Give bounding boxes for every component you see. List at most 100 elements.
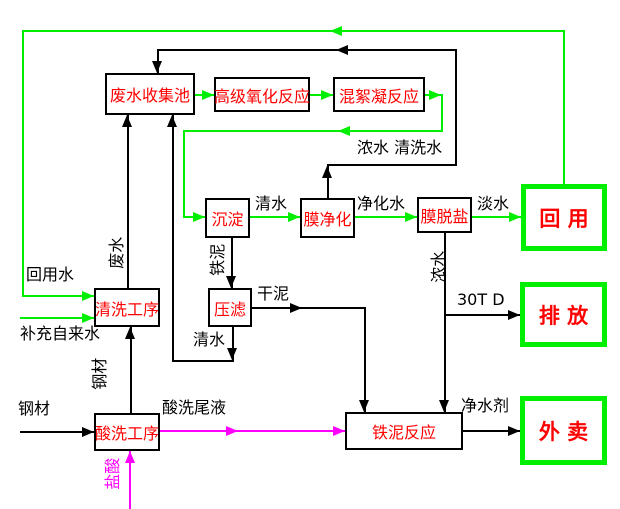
flow-line [127, 115, 129, 288]
label-steel-vertical: 钢材 [90, 357, 110, 390]
flow-line [463, 430, 520, 432]
label-discharge-rate: 30T D [457, 290, 505, 309]
box-iron-sludge-reaction: 铁泥反应 [345, 412, 463, 450]
arrowhead [508, 426, 520, 436]
box-label: 废水收集池 [109, 86, 190, 105]
label-hydrochloric-acid: 盐酸 [103, 457, 123, 490]
box-label: 铁泥反应 [371, 423, 436, 442]
outlet-reuse: 回 用 [521, 184, 607, 251]
arrowhead [193, 212, 205, 222]
outlet-discharge: 排 放 [520, 282, 607, 347]
outlet-label: 排 放 [538, 303, 589, 328]
label-concentrate-rinse-water: 浓水 清洗水 [357, 138, 443, 157]
flow-line [455, 49, 457, 166]
arrowhead [82, 313, 94, 323]
flow-line [183, 130, 185, 218]
label-dry-sludge: 干泥 [257, 284, 290, 303]
arrowhead [125, 327, 135, 339]
flow-line [472, 216, 521, 218]
flow-line [355, 216, 417, 218]
label-fresh-water: 淡水 [477, 194, 510, 213]
flow-line [160, 430, 345, 432]
box-label: 膜脱盐 [420, 207, 469, 226]
box-label: 膜净化 [303, 210, 352, 229]
flow-line [157, 49, 457, 51]
flow-line [563, 30, 565, 184]
box-label: 沉淀 [211, 210, 244, 229]
arrowhead [359, 400, 369, 412]
box-membrane-desalting: 膜脱盐 [417, 197, 472, 233]
flow-line [364, 307, 366, 412]
flow-line [441, 94, 443, 132]
flow-line [22, 30, 24, 296]
flow-line [232, 327, 234, 360]
label-clear-water: 清水 [255, 194, 288, 213]
arrowhead [336, 45, 348, 55]
arrowhead [290, 303, 302, 313]
flow-line [250, 216, 300, 218]
arrowhead [122, 115, 132, 127]
arrowhead [226, 426, 238, 436]
flow-line [172, 360, 234, 362]
label-waste-water: 废水 [107, 236, 127, 269]
arrowhead [333, 426, 345, 436]
arrowhead [82, 291, 94, 301]
box-label: 清洗工序 [95, 299, 160, 319]
flow-line [444, 314, 520, 316]
arrowhead [405, 212, 417, 222]
arrowhead [227, 348, 237, 360]
arrowhead [439, 400, 449, 412]
arrowhead [509, 212, 521, 222]
arrowhead [330, 26, 342, 36]
arrowhead [125, 451, 135, 463]
arrowhead [167, 115, 177, 127]
box-press-filtration: 压滤 [208, 288, 252, 327]
box-wastewater-collection-pool: 废水收集池 [105, 73, 195, 115]
outlet-label: 外 卖 [538, 419, 589, 444]
box-membrane-purification: 膜净化 [300, 198, 355, 238]
box-pickling-process: 酸洗工序 [94, 413, 160, 451]
arrowhead [226, 276, 236, 288]
flow-line [327, 164, 457, 166]
label-clear-water-return: 清水 [193, 330, 226, 349]
arrowhead [508, 310, 520, 320]
flow-line [327, 165, 329, 198]
flow-line [129, 451, 131, 509]
box-coagulation-flocculation: 混絮凝反应 [333, 77, 425, 112]
box-label: 高级氧化反应 [214, 86, 311, 106]
box-label: 混絮凝反应 [338, 86, 419, 106]
flow-line [20, 431, 94, 433]
box-advanced-oxidation: 高级氧化反应 [214, 77, 310, 112]
arrowhead [288, 212, 300, 222]
label-iron-sludge: 铁泥 [208, 243, 228, 276]
label-makeup-tap-water: 补充自来水 [20, 324, 101, 343]
box-label: 酸洗工序 [95, 424, 160, 443]
flow-line [172, 115, 174, 362]
arrowhead [152, 61, 162, 73]
box-label: 压滤 [213, 299, 246, 319]
flow-line [183, 130, 443, 132]
flow-line [130, 327, 132, 413]
box-sedimentation: 沉淀 [205, 198, 250, 238]
arrowhead [338, 126, 350, 136]
label-purified-water: 净化水 [357, 194, 406, 213]
arrowhead [322, 166, 332, 178]
flow-line [252, 307, 366, 309]
arrowhead [202, 90, 214, 100]
outlet-sale: 外 卖 [520, 396, 607, 465]
box-washing-process: 清洗工序 [94, 288, 160, 327]
label-reuse-water: 回用水 [26, 265, 75, 284]
label-pickling-waste-liquid: 酸洗尾液 [162, 398, 227, 417]
flow-line [231, 238, 233, 288]
flow-line [20, 317, 94, 319]
flow-line [444, 233, 446, 412]
arrowhead [82, 427, 94, 437]
arrowhead [429, 90, 441, 100]
label-concentrate-water: 浓水 [429, 250, 449, 283]
flow-line [22, 295, 94, 297]
outlet-label: 回 用 [539, 206, 589, 231]
label-water-purifying-agent: 净水剂 [461, 396, 510, 415]
flow-line [22, 30, 565, 32]
label-steel-feed: 钢材 [18, 399, 51, 418]
